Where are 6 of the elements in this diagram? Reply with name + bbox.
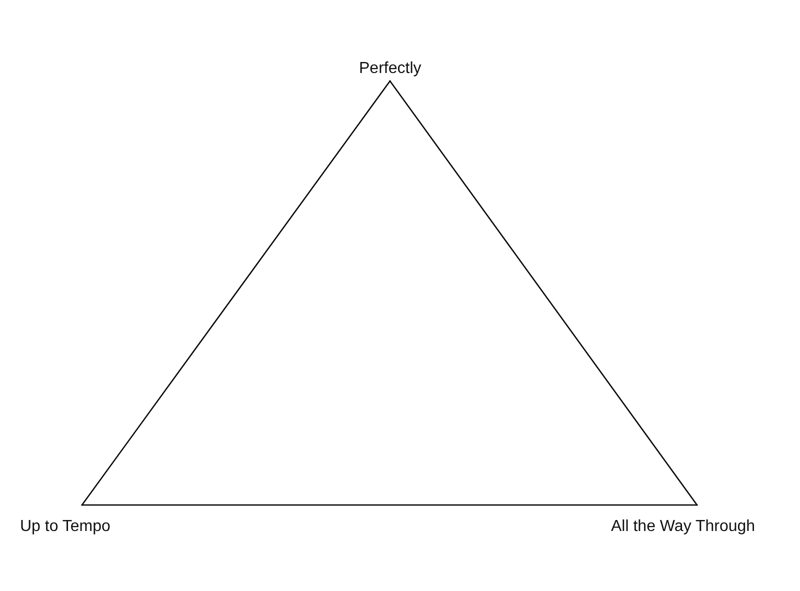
- triangle-side: [81, 80, 391, 506]
- vertex-label: Up to Tempo: [20, 518, 110, 536]
- vertex-label: All the Way Through: [611, 518, 756, 536]
- triangle-side: [81, 504, 698, 506]
- vertex-label: Perfectly: [359, 60, 422, 78]
- triangle-side: [389, 80, 698, 506]
